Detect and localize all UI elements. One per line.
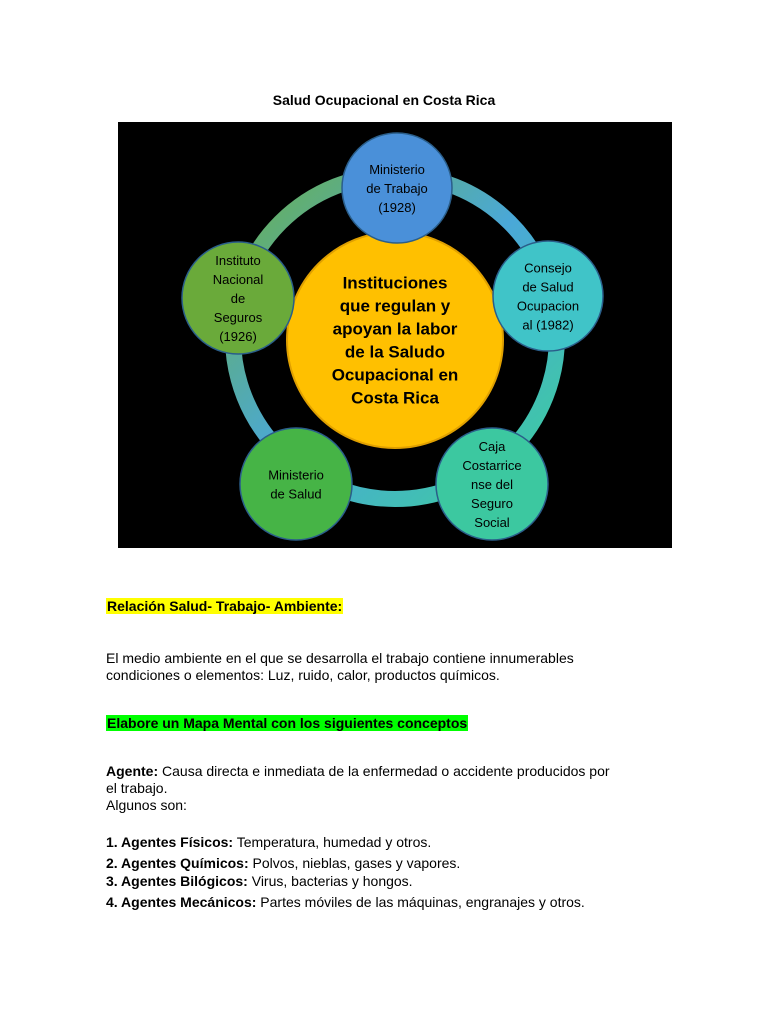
item-text: Polvos, nieblas, gases y vapores. [248, 855, 461, 871]
item-label: 1. Agentes Físicos: [106, 834, 234, 850]
node-label-instituto-seguros: Nacional [213, 272, 264, 287]
node-instituto-seguros [181, 241, 295, 355]
node-caja-costarricense [435, 427, 549, 541]
node-label-consejo-salud: Ocupacion [517, 299, 579, 314]
paragraph-line: condiciones o elementos: Luz, ruido, cal… [106, 667, 500, 683]
center-label-line: Instituciones [343, 274, 448, 293]
item-text: Partes móviles de las máquinas, engranaj… [256, 894, 585, 910]
paragraph-agente: Agente: Causa directa e inmediata de la … [106, 763, 666, 814]
node-label-ministerio-trabajo: Ministerio [369, 162, 425, 177]
center-label-line: apoyan la labor [333, 320, 458, 339]
node-label-instituto-seguros: Instituto [215, 253, 261, 268]
center-label-line: de la Saludo [345, 343, 445, 362]
institutions-diagram: Instituciones que regulan y apoyan la labo… [118, 122, 672, 548]
center-label-line: Costa Rica [351, 389, 439, 408]
node-ministerio-salud [239, 427, 353, 541]
node-label-caja-costarricense: Seguro [471, 496, 513, 511]
item-label: 4. Agentes Mecánicos: [106, 894, 257, 910]
section-heading-relacion: Relación Salud- Trabajo- Ambiente: [106, 598, 344, 614]
item-label: 3. Agentes Bilógicos: [106, 873, 248, 889]
node-label-consejo-salud: al (1982) [522, 318, 573, 333]
node-label-ministerio-salud: Ministerio [268, 468, 324, 483]
node-label-instituto-seguros: Seguros [214, 310, 263, 325]
node-consejo-salud [492, 240, 604, 352]
list-item: 4. Agentes Mecánicos: Partes móviles de … [106, 894, 666, 911]
node-label-caja-costarricense: Caja [479, 439, 507, 454]
node-label-ministerio-salud: de Salud [270, 487, 321, 502]
list-item: 3. Agentes Bilógicos: Virus, bacterias y… [106, 873, 666, 890]
node-label-consejo-salud: de Salud [522, 280, 573, 295]
node-label-caja-costarricense: Social [474, 515, 510, 530]
agente-text-cont: el trabajo. [106, 780, 168, 796]
agente-label: Agente: [106, 763, 159, 779]
node-label-consejo-salud: Consejo [524, 261, 572, 276]
paragraph-medio-ambiente: El medio ambiente en el que se desarroll… [106, 650, 666, 684]
agentes-list: 1. Agentes Físicos: Temperatura, humedad… [106, 834, 666, 911]
item-text: Temperatura, humedad y otros. [233, 834, 432, 850]
agente-line: Agente: Causa directa e inmediata de la … [106, 763, 666, 780]
item-label: 2. Agentes Químicos: [106, 855, 249, 871]
center-label-line: Ocupacional en [332, 366, 459, 385]
section-heading-mapa-mental: Elabore un Mapa Mental con los siguiente… [106, 715, 469, 731]
center-label: Instituciones que regulan y apoyan la labo… [332, 274, 459, 408]
page-title: Salud Ocupacional en Costa Rica [272, 92, 496, 108]
node-label-instituto-seguros: (1926) [219, 329, 257, 344]
paragraph-line: El medio ambiente en el que se desarroll… [106, 650, 574, 666]
node-label-caja-costarricense: Costarrice [462, 458, 521, 473]
node-ministerio-trabajo [341, 132, 453, 244]
center-circle [286, 231, 504, 449]
list-item: 2. Agentes Químicos: Polvos, nieblas, ga… [106, 855, 666, 872]
item-text: Virus, bacterias y hongos. [247, 873, 413, 889]
center-label-line: que regulan y [340, 297, 451, 316]
algunos-label: Algunos son: [106, 797, 187, 813]
node-label-ministerio-trabajo: de Trabajo [366, 181, 427, 196]
node-label-ministerio-trabajo: (1928) [378, 200, 416, 215]
agente-text: Causa directa e inmediata de la enfermed… [158, 763, 610, 779]
node-label-instituto-seguros: de [231, 291, 245, 306]
node-label-caja-costarricense: nse del [471, 477, 513, 492]
list-item: 1. Agentes Físicos: Temperatura, humedad… [106, 834, 666, 851]
